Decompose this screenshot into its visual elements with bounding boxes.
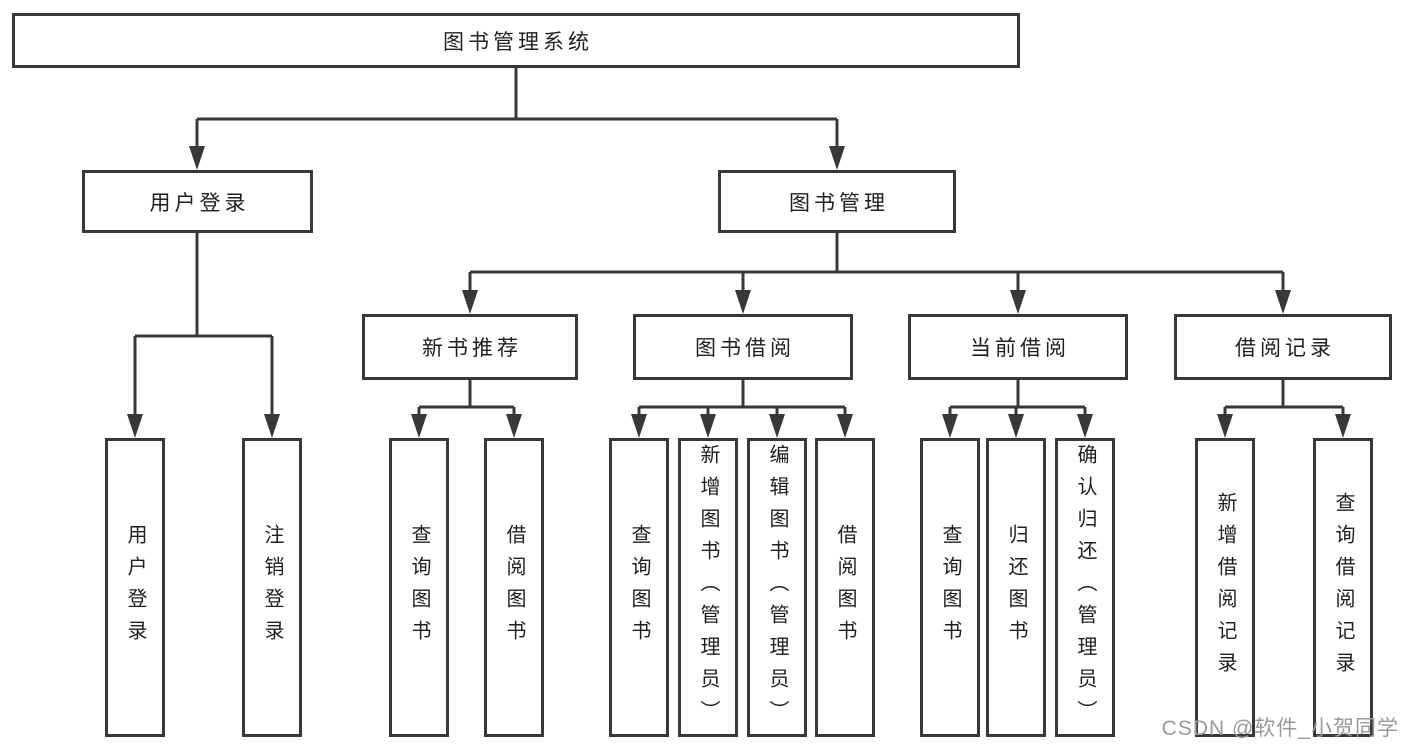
node-label: 查询图书 bbox=[408, 523, 430, 652]
connector-borrow-record-children bbox=[1223, 380, 1345, 420]
node-new-book-recommendation: 新书推荐 bbox=[362, 314, 578, 380]
leaf-return-books: 归还图书 bbox=[986, 438, 1046, 737]
connector-book-management-children bbox=[468, 233, 1285, 296]
node-borrowing-records: 借阅记录 bbox=[1174, 314, 1392, 380]
node-label: 当前借阅 bbox=[970, 337, 1070, 360]
node-label: 查询图书 bbox=[939, 523, 961, 652]
node-label: 图书管理 bbox=[789, 191, 889, 215]
leaf-query-borrow-record: 查询借阅记录 bbox=[1313, 438, 1373, 737]
node-user-login: 用户登录 bbox=[82, 170, 313, 233]
node-label: 图书管理系统 bbox=[443, 30, 593, 54]
leaf-borrow-books-recommend: 借阅图书 bbox=[484, 438, 544, 737]
node-label: 查询图书 bbox=[628, 523, 650, 652]
node-label: 用户登录 bbox=[124, 523, 146, 652]
node-label: 新书推荐 bbox=[422, 337, 522, 360]
node-label: 编辑图书（管理员） bbox=[766, 443, 788, 732]
leaf-add-books-admin: 新增图书（管理员） bbox=[678, 438, 738, 737]
node-label: 借阅图书 bbox=[834, 523, 856, 652]
connector-book-borrow-children bbox=[637, 380, 847, 420]
node-label: 确认归还（管理员） bbox=[1074, 443, 1096, 732]
node-label: 借阅图书 bbox=[503, 523, 525, 652]
leaf-confirm-return-admin: 确认归还（管理员） bbox=[1055, 438, 1115, 737]
leaf-borrow-books: 借阅图书 bbox=[815, 438, 875, 737]
leaf-query-books-current: 查询图书 bbox=[920, 438, 980, 737]
connector-current-borrow-children bbox=[948, 380, 1087, 420]
node-label: 注销登录 bbox=[261, 523, 283, 652]
csdn-watermark: CSDN @软件_小贺同学 bbox=[1161, 717, 1399, 740]
leaf-logout: 注销登录 bbox=[242, 438, 302, 737]
node-book-borrowing: 图书借阅 bbox=[633, 314, 853, 380]
node-label: 图书借阅 bbox=[695, 337, 795, 360]
connector-new-book-rec-children bbox=[417, 380, 516, 420]
node-library-management-system: 图书管理系统 bbox=[12, 13, 1020, 68]
connector-user-login-children bbox=[133, 233, 274, 418]
arrowheads bbox=[127, 146, 1351, 438]
leaf-add-borrow-record: 新增借阅记录 bbox=[1195, 438, 1255, 737]
node-label: 借阅记录 bbox=[1235, 337, 1335, 360]
node-label: 用户登录 bbox=[149, 191, 250, 215]
leaf-query-books-borrow: 查询图书 bbox=[609, 438, 669, 737]
node-current-borrowing: 当前借阅 bbox=[908, 314, 1128, 380]
connector-root-children bbox=[195, 68, 839, 150]
leaf-edit-books-admin: 编辑图书（管理员） bbox=[747, 438, 807, 737]
node-label: 归还图书 bbox=[1005, 523, 1027, 652]
node-label: 查询借阅记录 bbox=[1332, 491, 1354, 684]
node-label: 新增借阅记录 bbox=[1214, 491, 1236, 684]
node-label: 新增图书（管理员） bbox=[697, 443, 719, 732]
leaf-user-login: 用户登录 bbox=[105, 438, 165, 737]
leaf-query-books-recommend: 查询图书 bbox=[389, 438, 449, 737]
node-book-management: 图书管理 bbox=[718, 170, 956, 233]
